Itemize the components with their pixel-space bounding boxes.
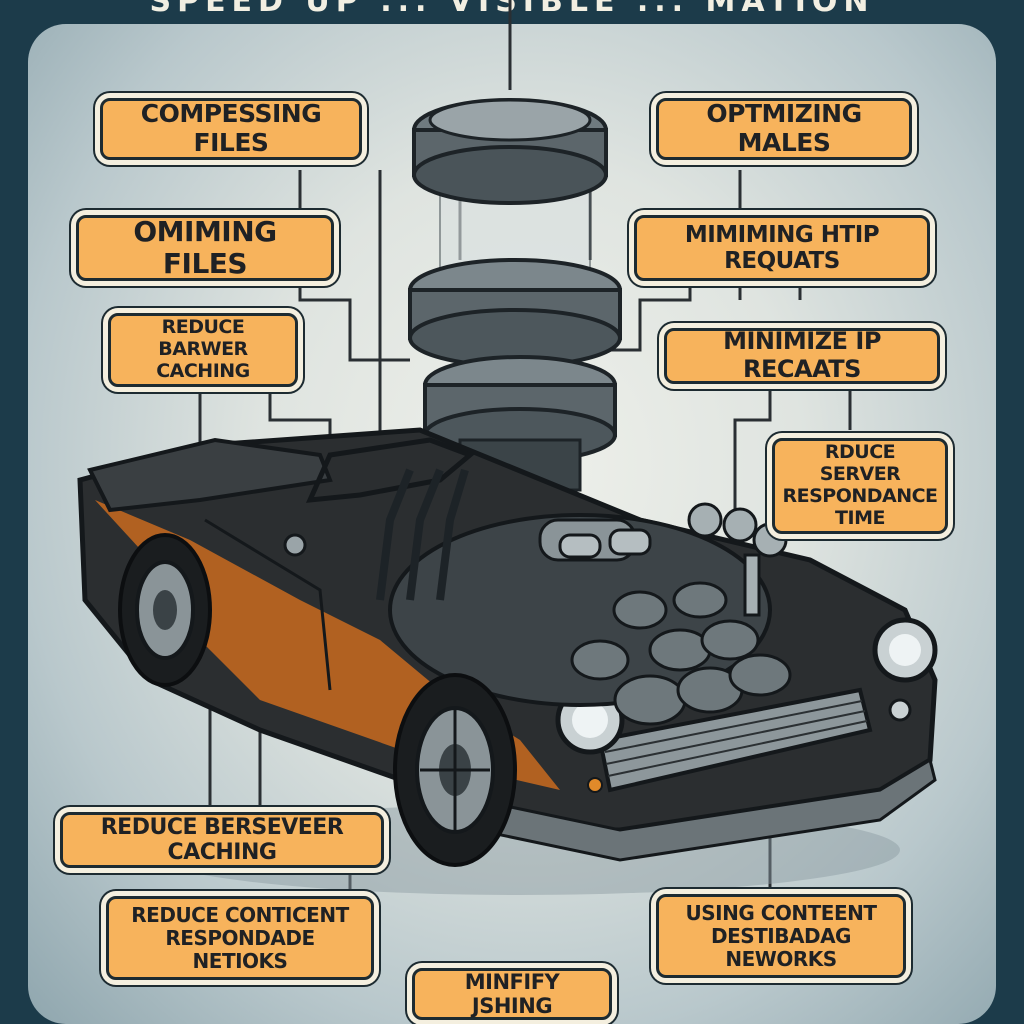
label-minimize-ip-requests: MINIMIZE IP RECAATS [664, 328, 940, 384]
label-reduce-browser-caching: REDUCE BARWER CACHING [108, 313, 298, 387]
rear-wheel [118, 533, 212, 687]
label-minimizing-http-requests: MIMIMING HTIP REQUATS [634, 215, 930, 281]
front-wheel [393, 673, 517, 867]
label-using-content-delivery-networks: USING CONTEENT DESTIBADAG NEWORKS [656, 894, 906, 978]
label-reduce-server-response-time: RDUCE SERVER RESPONDANCE TIME [772, 438, 948, 534]
air-filter-stack [408, 98, 622, 492]
label-minify-js: MINFIFY JSHING [412, 968, 612, 1020]
label-reduce-server-caching: REDUCE BERSEVEER CACHING [60, 812, 384, 868]
engine-block [376, 468, 792, 726]
label-omitting-files: OMIMING FILES [76, 215, 334, 281]
label-compressing-files: COMPESSING FILES [100, 98, 362, 160]
label-optimizing-images: OPTMIZING MALES [656, 98, 912, 160]
label-reduce-content-networks: REDUCE CONTICENT RESPONDADE NETIOKS [106, 896, 374, 980]
